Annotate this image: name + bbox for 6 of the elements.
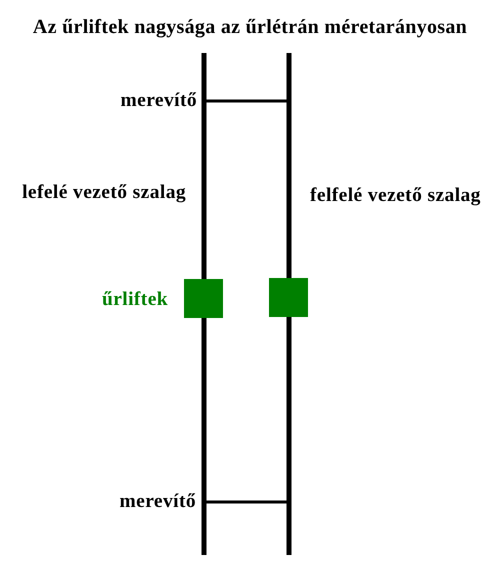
brace-label: merevítő [120, 490, 196, 514]
title: Az űrliftek nagysága az űrlétrán méretarányosan [32, 15, 468, 39]
ribbon-label: felfelé vezető szalag [310, 184, 481, 208]
climber-label: űrliftek [102, 288, 168, 312]
ribbon-label: lefelé vezető szalag [22, 181, 186, 205]
brace-label: merevítő [120, 89, 197, 113]
